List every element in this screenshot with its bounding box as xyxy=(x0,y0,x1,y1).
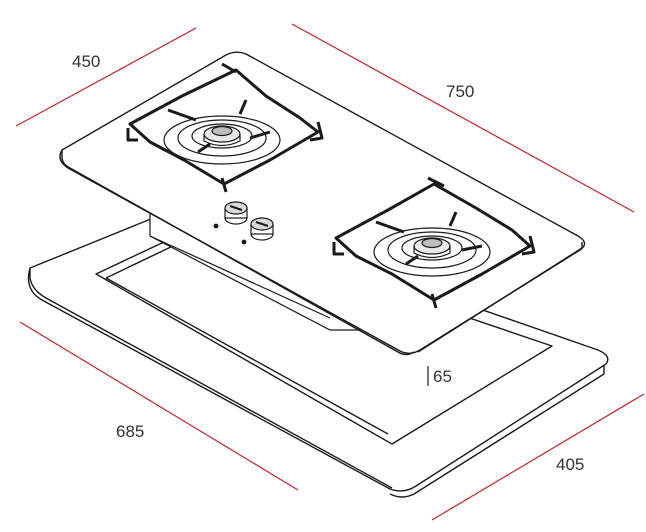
dim-line-cutout-width xyxy=(19,321,299,491)
grate-right xyxy=(332,176,536,309)
grate-left xyxy=(126,62,324,193)
dim-label-hob-width: 750 xyxy=(446,82,474,101)
dim-label-cutout-width: 685 xyxy=(116,422,144,441)
dimension-lines xyxy=(15,23,645,521)
dim-label-height: 65 xyxy=(433,367,452,386)
dim-line-cutout-depth xyxy=(431,393,645,521)
burner-right xyxy=(373,227,491,277)
dim-label-hob-depth: 450 xyxy=(72,52,100,71)
burner-left xyxy=(163,115,281,165)
dim-label-cutout-depth: 405 xyxy=(556,455,584,474)
dim-line-hob-depth xyxy=(15,27,197,127)
control-knob-2 xyxy=(241,217,274,245)
dim-line-hob-width xyxy=(291,23,635,213)
control-knob-1 xyxy=(213,201,248,229)
hob-glass-plate xyxy=(59,51,586,356)
